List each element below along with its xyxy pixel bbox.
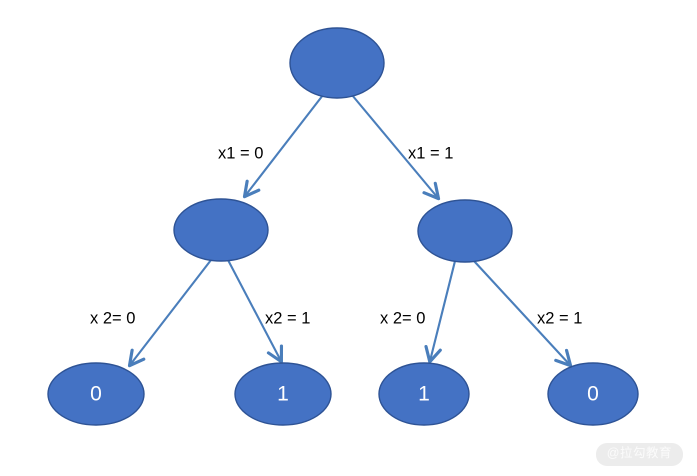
node-leaf-2-shape[interactable] xyxy=(234,362,332,426)
node-leaf-1[interactable]: 0 xyxy=(47,362,145,426)
watermark: @拉勾教育 xyxy=(595,443,683,466)
node-leaf-3-shape[interactable] xyxy=(378,362,470,426)
edge-label-mid-left-to-leaf-1: x 2= 0 xyxy=(90,309,135,327)
node-leaf-1-label: 0 xyxy=(90,383,102,406)
node-leaf-3[interactable]: 1 xyxy=(378,362,470,426)
node-leaf-2[interactable]: 1 xyxy=(234,362,332,426)
node-root-shape[interactable] xyxy=(289,27,385,99)
connector-root-to-mid-right xyxy=(351,94,441,201)
edge-label-mid-right-to-leaf-4: x2 = 1 xyxy=(537,309,582,327)
connector-mid-left-to-leaf-1 xyxy=(127,259,212,368)
node-leaf-1-shape[interactable] xyxy=(47,362,145,426)
node-mid-left[interactable] xyxy=(173,198,269,262)
node-leaf-4-label: 0 xyxy=(587,383,599,406)
connector-root-to-mid-left xyxy=(242,94,324,199)
node-leaf-4-shape[interactable] xyxy=(547,362,639,426)
node-mid-right[interactable] xyxy=(417,199,513,263)
edge-label-mid-right-to-leaf-3: x 2= 0 xyxy=(380,309,425,327)
node-leaf-4[interactable]: 0 xyxy=(547,362,639,426)
connector-group xyxy=(127,94,573,368)
node-leaf-3-label: 1 xyxy=(418,383,430,406)
edge-label-root-to-mid-left: x1 = 0 xyxy=(218,144,263,162)
edge-label-group: x1 = 0 x1 = 1 x 2= 0 x2 = 1 x 2= 0 x2 = … xyxy=(90,144,582,327)
node-root[interactable] xyxy=(289,27,385,99)
connector-mid-right-to-leaf-4 xyxy=(473,260,573,368)
edge-label-root-to-mid-right: x1 = 1 xyxy=(408,144,453,162)
node-mid-left-shape[interactable] xyxy=(173,198,269,262)
node-leaf-2-label: 1 xyxy=(277,383,289,406)
connector-mid-left-to-leaf-2 xyxy=(227,259,284,364)
edge-label-mid-left-to-leaf-2: x2 = 1 xyxy=(265,309,310,327)
connector-mid-right-to-leaf-3 xyxy=(424,260,457,364)
node-mid-right-shape[interactable] xyxy=(417,199,513,263)
